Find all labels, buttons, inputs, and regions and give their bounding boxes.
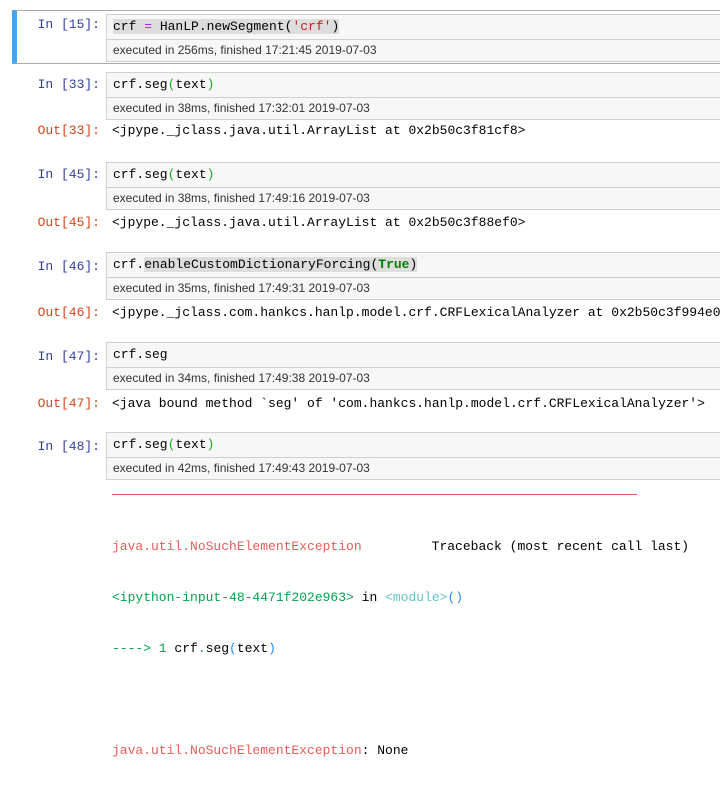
output-prompt: Out[45]: [37, 215, 100, 230]
code-token: crf. [113, 257, 145, 272]
input-prompt: In [15]: [37, 17, 100, 32]
traceback-arrow: ----> 1 [112, 641, 167, 656]
code-token: True [378, 257, 410, 272]
code-token: crf.seg [113, 167, 168, 182]
code-cell-15[interactable]: In [15]: crf = HanLP.newSegment('crf') e… [12, 10, 720, 64]
code-token: crf [113, 19, 137, 34]
output-prompt: Out[33]: [37, 123, 100, 138]
code-cell-48[interactable]: In [48]: crf.seg(text) executed in 42ms,… [12, 432, 720, 758]
traceback-source: <ipython-input-48-4471f202e963> [112, 590, 354, 605]
code-token: 'crf' [292, 19, 332, 34]
code-token: text [175, 77, 207, 92]
traceback-text: () [447, 590, 464, 605]
execution-time: executed in 38ms, finished 17:49:16 2019… [107, 187, 720, 209]
input-prompt: In [48]: [37, 439, 100, 454]
output-prompt: Out[47]: [37, 396, 100, 411]
output-text: <java bound method `seg' of 'com.hankcs.… [112, 396, 705, 411]
traceback-module: <module> [385, 590, 448, 605]
code-token: ) [206, 437, 215, 452]
traceback-text: crf [166, 641, 198, 656]
output-text: <jpype._jclass.java.util.ArrayList at 0x… [112, 215, 526, 230]
code-cell-47[interactable]: In [47]: crf.seg executed in 34ms, finis… [12, 342, 720, 422]
input-prompt: In [46]: [37, 259, 100, 274]
execution-time: executed in 34ms, finished 17:49:38 2019… [107, 367, 720, 389]
code-token: ) [331, 19, 340, 34]
code-token: ) [409, 257, 418, 272]
traceback-divider [112, 494, 637, 495]
code-input[interactable]: crf.seg(text) executed in 38ms, finished… [106, 72, 720, 120]
code-token: enableCustomDictionaryForcing( [144, 257, 379, 272]
code-token: crf.seg [113, 77, 168, 92]
input-prompt: In [45]: [37, 167, 100, 182]
traceback-text: ( [229, 641, 237, 656]
code-input[interactable]: crf = HanLP.newSegment('crf') executed i… [106, 14, 720, 62]
code-token: ( [167, 437, 176, 452]
exception-message: : None [361, 743, 409, 758]
code-token: ) [206, 167, 215, 182]
traceback-text: seg [205, 641, 230, 656]
traceback-text: . [197, 641, 206, 656]
code-input[interactable]: crf.seg executed in 34ms, finished 17:49… [106, 342, 720, 390]
code-input[interactable]: crf.seg(text) executed in 42ms, finished… [106, 432, 720, 480]
traceback-header: Traceback (most recent call last) [431, 539, 690, 554]
execution-time: executed in 35ms, finished 17:49:31 2019… [107, 277, 720, 299]
traceback: java.util.NoSuchElementException Tracebac… [112, 504, 689, 793]
code-token: HanLP.newSegment( [159, 19, 293, 34]
traceback-text: ) [268, 641, 276, 656]
output-text: <jpype._jclass.com.hankcs.hanlp.model.cr… [112, 305, 720, 320]
code-cell-46[interactable]: In [46]: crf.enableCustomDictionaryForci… [12, 252, 720, 332]
output-text: <jpype._jclass.java.util.ArrayList at 0x… [112, 123, 526, 138]
input-prompt: In [47]: [37, 349, 100, 364]
code-token: text [175, 167, 207, 182]
code-cell-33[interactable]: In [33]: crf.seg(text) executed in 38ms,… [12, 72, 720, 152]
output-prompt: Out[46]: [37, 305, 100, 320]
code-token: text [175, 437, 207, 452]
execution-time: executed in 256ms, finished 17:21:45 201… [107, 39, 720, 61]
code-token: crf.seg [113, 347, 168, 362]
code-input[interactable]: crf.seg(text) executed in 38ms, finished… [106, 162, 720, 210]
code-token: ( [167, 167, 176, 182]
exception-name: java.util.NoSuchElementException [112, 539, 362, 554]
code-cell-45[interactable]: In [45]: crf.seg(text) executed in 38ms,… [12, 162, 720, 242]
execution-time: executed in 42ms, finished 17:49:43 2019… [107, 457, 720, 479]
input-prompt: In [33]: [37, 77, 100, 92]
traceback-text: in [353, 590, 386, 605]
code-input[interactable]: crf.enableCustomDictionaryForcing(True) … [106, 252, 720, 300]
code-token: = [136, 19, 160, 34]
exception-name: java.util.NoSuchElementException [112, 743, 362, 758]
traceback-text: text [236, 641, 269, 656]
code-token: ( [167, 77, 176, 92]
code-token: ) [206, 77, 215, 92]
execution-time: executed in 38ms, finished 17:32:01 2019… [107, 97, 720, 119]
code-token: crf.seg [113, 437, 168, 452]
